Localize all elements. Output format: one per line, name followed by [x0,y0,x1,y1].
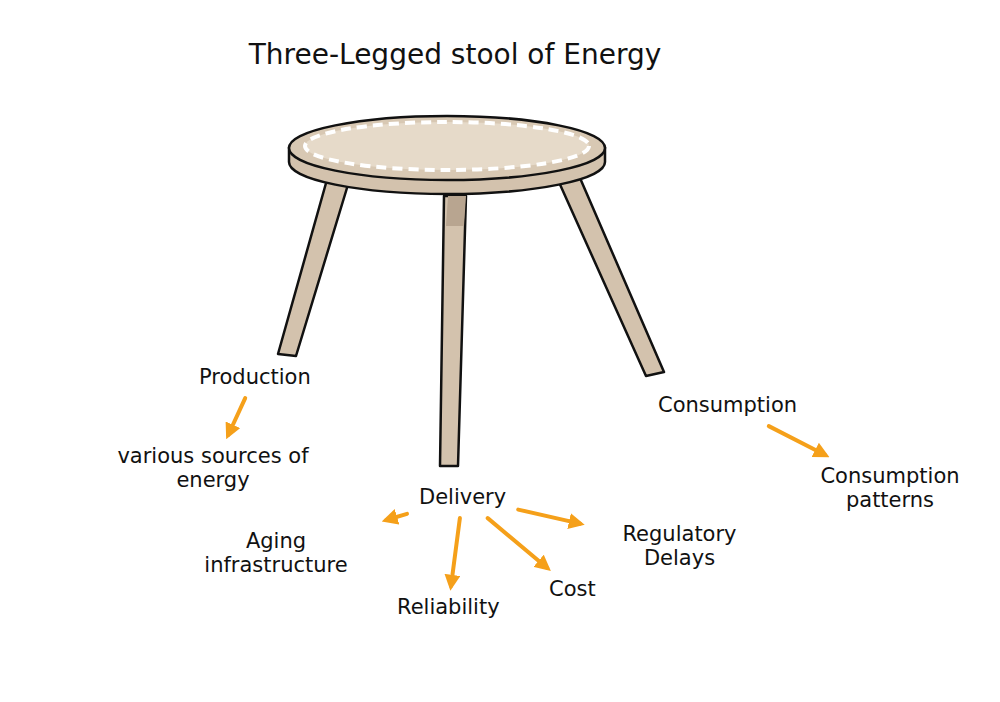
node-text: Production [199,365,311,389]
arrow-connector [451,518,460,586]
text-node: Reliability [391,592,506,622]
text-node: various sources of energy [102,441,324,495]
text-node: Production [193,362,317,392]
arrow-connector [769,426,825,455]
node-text: various sources of energy [108,444,318,492]
node-text: Consumption [658,393,797,417]
text-node: Cost [543,574,602,604]
arrow-connector [386,514,407,520]
node-text: Cost [549,577,596,601]
arrow-connector [518,510,580,524]
text-node: Regulatory Delays [586,519,773,573]
node-text: Delivery [419,485,506,509]
text-node: Consumption patterns [794,461,986,515]
arrow-connector [228,398,245,435]
node-text: Regulatory Delays [592,522,767,570]
text-node: Delivery [413,482,512,512]
node-text: Reliability [397,595,500,619]
node-text: Aging infrastructure [171,529,381,577]
text-node: Consumption [652,390,803,420]
text-node: Aging infrastructure [165,526,387,580]
arrow-connector [488,518,548,568]
node-text: Consumption patterns [800,464,980,512]
diagram-title: Three-Legged stool of Energy [0,38,910,71]
